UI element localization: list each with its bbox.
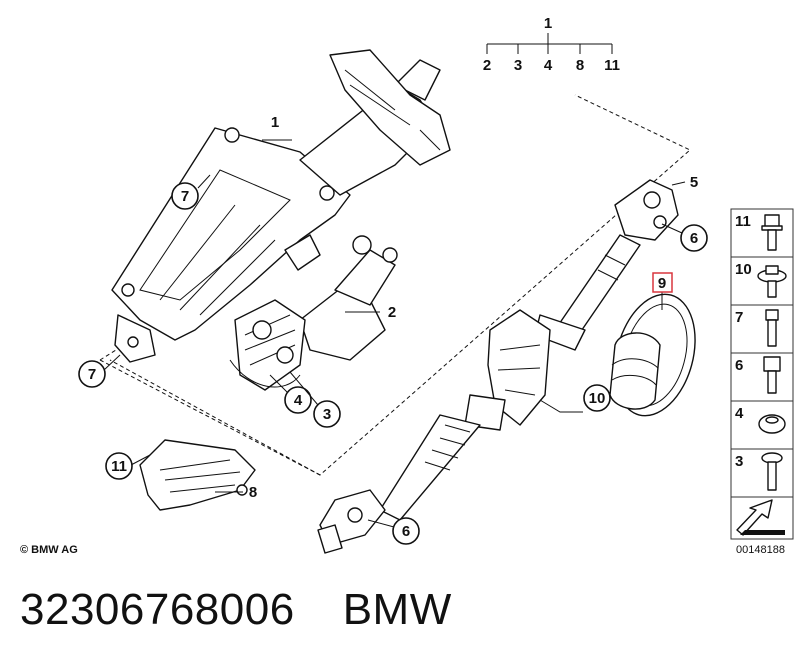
callout-label: 7 — [88, 366, 96, 383]
legend-label: 4 — [735, 405, 744, 422]
legend-label: 3 — [735, 453, 743, 470]
brand-name: BMW — [342, 585, 452, 634]
legend-label: 10 — [735, 261, 752, 278]
legend-label: 6 — [735, 357, 743, 374]
legend-label: 11 — [735, 213, 751, 230]
top-group-tree: 1 2 3 4 8 11 — [483, 15, 620, 74]
mounting-bracket — [139, 439, 256, 511]
flange-bolt-icon — [761, 214, 783, 251]
part-number: 32306768006 — [20, 585, 295, 634]
tree-child-label: 2 — [483, 57, 491, 74]
diagram-number: 00148188 — [736, 544, 785, 556]
intermediate-shaft — [317, 179, 679, 554]
callout-label: 9 — [658, 275, 666, 292]
tree-parent-label: 1 — [544, 15, 552, 32]
callout-label: 10 — [589, 390, 606, 407]
grommet-icon — [758, 414, 786, 434]
callout-label: 3 — [323, 406, 331, 423]
tree-child-label: 3 — [514, 57, 522, 74]
callout-6-lower: 6 — [367, 517, 420, 545]
washer-head-bolt-icon — [757, 265, 787, 298]
callout-4: 4 — [269, 374, 312, 414]
tree-child-label: 11 — [604, 57, 620, 74]
callout-8: 8 — [215, 484, 257, 501]
direction-arrow-icon — [736, 499, 785, 536]
bolt-icon — [765, 309, 779, 347]
callout-label: 1 — [271, 114, 279, 131]
screw-icon — [761, 452, 783, 491]
fastener-legend: 11 10 7 6 4 3 — [730, 208, 794, 540]
legend-label: 7 — [735, 309, 743, 326]
callout-6-upper: 6 — [661, 223, 708, 252]
callout-9: 9 — [652, 272, 673, 310]
callout-7-upper: 7 — [171, 174, 211, 210]
highlight-box — [652, 272, 673, 293]
callout-label: 5 — [690, 174, 698, 191]
callout-label: 7 — [181, 188, 189, 205]
copyright-text: © BMW AG — [20, 544, 78, 556]
callout-11: 11 — [105, 452, 151, 480]
callout-label: 8 — [249, 484, 257, 501]
callout-label: 6 — [402, 523, 410, 540]
callout-label: 2 — [388, 304, 396, 321]
tree-child-label: 8 — [576, 57, 584, 74]
part-footer: 32306768006 BMW — [20, 585, 452, 635]
hex-bolt-icon — [763, 356, 781, 394]
steering-column-housing — [111, 49, 451, 363]
callout-2: 2 — [345, 304, 396, 321]
callout-10: 10 — [539, 384, 611, 413]
callout-5: 5 — [671, 174, 698, 191]
shaft-boot — [609, 293, 696, 417]
callout-label: 6 — [690, 230, 698, 247]
callout-3: 3 — [289, 371, 341, 428]
callout-1: 1 — [262, 114, 292, 141]
callout-label: 11 — [111, 458, 127, 475]
lock-assembly — [229, 235, 398, 391]
callout-label: 4 — [294, 392, 303, 409]
tree-child-label: 4 — [544, 57, 553, 74]
callout-7-lower: 7 — [78, 354, 121, 388]
